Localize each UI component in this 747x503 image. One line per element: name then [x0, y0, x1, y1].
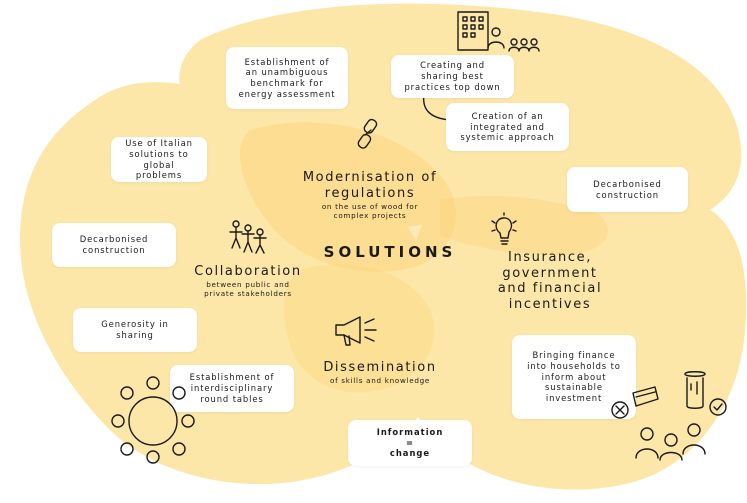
building-people-icon [457, 11, 540, 52]
theme-modernisation-subtitle: on the use of wood for complex projects [321, 202, 419, 220]
money-bag-icon [632, 386, 659, 407]
people-group-icon [635, 423, 706, 461]
card-benchmark: Establishment of an unambiguous benchmar… [226, 47, 348, 109]
card-round-tables: Establishment of interdisciplinary round… [170, 365, 294, 412]
card-information-change: Information = change [348, 420, 472, 466]
theme-modernisation-title: Modernisation of regulations [302, 170, 438, 201]
people-holding-hands-icon [229, 220, 267, 254]
round-table-icon [111, 376, 195, 464]
theme-insurance-title: Insurance, government and financial ince… [497, 250, 603, 312]
card-decarbonised-left: Decarbonised construction [52, 223, 176, 267]
lightbulb-icon [491, 212, 517, 245]
check-circle-icon [709, 398, 727, 416]
cross-circle-icon [611, 401, 629, 419]
theme-dissemination-title: Dissemination [323, 360, 437, 375]
card-italian-solutions: Use of Italian solutions to global probl… [111, 137, 207, 182]
center-title: SOLUTIONS [323, 243, 457, 261]
card-finance-households: Bringing finance into households to info… [512, 335, 636, 419]
theme-collaboration-title: Collaboration [194, 264, 302, 279]
card-best-practices: Creating and sharing best practices top … [391, 55, 514, 98]
blob-overlap-b [440, 195, 608, 255]
blob-overlap-a [239, 122, 457, 272]
card-integrated-approach: Creation of an integrated and systemic a… [446, 103, 569, 151]
theme-dissemination-subtitle: of skills and knowledge [329, 376, 430, 385]
chain-link-icon [357, 118, 378, 149]
card-decarbonised-right: Decarbonised construction [567, 167, 688, 212]
megaphone-icon [335, 316, 377, 346]
blob-overlap-c [283, 264, 435, 393]
jar-icon [684, 371, 706, 409]
theme-collaboration-subtitle: between public and private stakeholders [204, 280, 292, 298]
card-generosity: Generosity in sharing [73, 308, 197, 352]
